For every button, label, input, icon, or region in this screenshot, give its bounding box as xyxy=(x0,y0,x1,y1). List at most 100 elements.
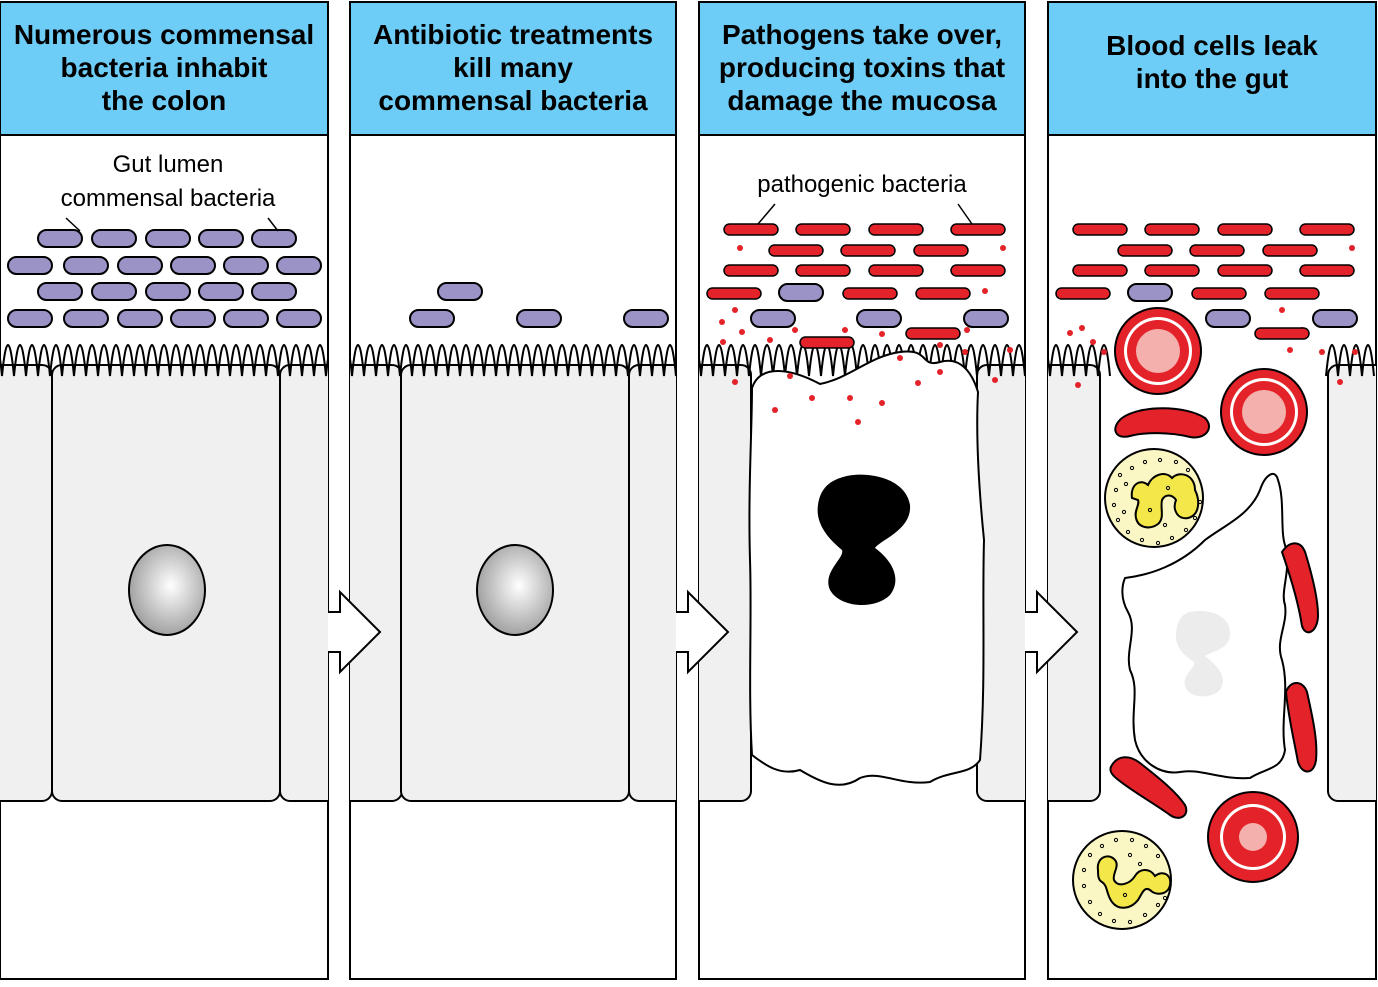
pathogenic-bacterium-icon xyxy=(723,223,779,236)
toxin-icon xyxy=(1079,325,1085,331)
microvilli xyxy=(350,344,676,377)
commensal-bacterium-icon xyxy=(223,256,269,275)
commensal-bacterium-icon xyxy=(7,256,53,275)
pathogenic-bacteria xyxy=(706,223,1009,349)
commensal-bacterium-icon xyxy=(63,256,109,275)
commensal-bacterium-icon xyxy=(251,282,297,301)
commensal-bacterium-icon xyxy=(145,282,191,301)
epithelial-cell-right xyxy=(976,364,1025,802)
toxin-icon xyxy=(1337,379,1343,385)
red-blood-cell-side-icon xyxy=(1109,756,1188,819)
nucleus-icon xyxy=(476,544,554,636)
label-leader-line xyxy=(957,203,973,225)
step-arrow-icon xyxy=(1025,589,1079,675)
step-arrow-icon xyxy=(328,589,382,675)
panel-title-line: Antibiotic treatments xyxy=(373,19,653,50)
toxin-icon xyxy=(1007,347,1013,353)
commensal-bacterium-icon xyxy=(276,256,322,275)
commensal-bacterium-icon xyxy=(117,309,163,328)
red-blood-cell-icon xyxy=(1207,791,1299,883)
commensal-bacterium-icon xyxy=(623,309,669,328)
pyknotic-nucleus-icon xyxy=(817,474,911,606)
toxin-icon xyxy=(719,319,725,325)
red-blood-cell-side-icon xyxy=(1114,407,1210,439)
pathogenic-bacterium-icon xyxy=(706,287,762,300)
pathogenic-bacterium-icon xyxy=(1217,223,1273,236)
step-arrow-icon xyxy=(676,589,730,675)
pathogenic-bacterium-icon xyxy=(950,223,1006,236)
pathogenic-bacterium-icon xyxy=(950,264,1006,277)
pathogenic-bacteria xyxy=(1055,223,1358,340)
label-leader-line xyxy=(65,217,81,232)
commensal-bacterium-icon xyxy=(251,229,297,248)
toxin-icon xyxy=(879,400,885,406)
panel-4: Blood cells leak into the gut xyxy=(1047,1,1377,980)
pathogenic-bacterium-icon xyxy=(1264,287,1320,300)
pathogenic-bacterium-icon xyxy=(1144,264,1200,277)
toxin-icon xyxy=(787,373,793,379)
panel-header xyxy=(349,1,677,136)
panel-1: Gut lumen commensal bacteria Numerous co… xyxy=(0,1,329,980)
toxin-icon xyxy=(737,245,743,251)
commensal-bacterium-icon xyxy=(856,309,902,328)
toxin-icon xyxy=(1075,382,1081,388)
white-blood-cell-icon xyxy=(1104,448,1204,548)
red-blood-cells xyxy=(1109,307,1320,883)
white-blood-cell-icon xyxy=(1072,830,1172,930)
toxin-icon xyxy=(982,288,988,294)
epithelial-cell-left xyxy=(1048,364,1101,802)
commensal-bacteria-label: commensal bacteria xyxy=(61,185,276,212)
pathogenic-bacterium-icon xyxy=(1055,287,1111,300)
red-blood-cell-side-icon xyxy=(1280,542,1320,634)
pathogenic-bacterium-icon xyxy=(795,264,851,277)
toxin-icon xyxy=(897,355,903,361)
epithelial-cell-right xyxy=(279,364,328,802)
pathogenic-bacterium-icon xyxy=(723,264,779,277)
commensal-bacterium-icon xyxy=(37,229,83,248)
pathogenic-bacterium-icon xyxy=(1117,244,1173,257)
gut-lumen-label: Gut lumen xyxy=(113,151,224,178)
toxin-icon xyxy=(1349,245,1355,251)
panel-title-line: commensal bacteria xyxy=(378,85,648,116)
commensal-bacterium-icon xyxy=(1205,309,1251,328)
pathogenic-bacterium-icon xyxy=(1299,264,1355,277)
commensal-bacterium-icon xyxy=(170,256,216,275)
pathogenic-bacterium-icon xyxy=(840,244,896,257)
microvilli xyxy=(0,344,328,377)
panel-header xyxy=(698,1,1026,136)
commensal-bacterium-icon xyxy=(198,282,244,301)
pathogenic-bacterium-icon xyxy=(1144,223,1200,236)
commensal-bacterium-icon xyxy=(117,256,163,275)
pathogenic-bacterium-icon xyxy=(1254,327,1310,340)
commensal-bacterium-icon xyxy=(963,309,1009,328)
toxin-icon xyxy=(767,337,773,343)
commensal-bacterium-icon xyxy=(7,309,53,328)
panel-header xyxy=(1047,1,1377,136)
pathogenic-bacterium-icon xyxy=(1072,223,1128,236)
toxin-icon xyxy=(1067,330,1073,336)
panel-header xyxy=(0,1,329,136)
toxin-icon xyxy=(1000,245,1006,251)
toxin-icon xyxy=(915,380,921,386)
pathogenic-bacterium-icon xyxy=(1262,244,1318,257)
toxin-icon xyxy=(732,307,738,313)
toxin-icon xyxy=(937,342,943,348)
toxin-icon xyxy=(992,377,998,383)
panel-title-line: the colon xyxy=(102,85,226,116)
commensal-bacterium-icon xyxy=(223,309,269,328)
toxin-icon xyxy=(964,327,970,333)
pathogenic-bacterium-icon xyxy=(768,244,824,257)
toxin-icon xyxy=(937,369,943,375)
panel-title-line: damage the mucosa xyxy=(727,85,997,116)
nucleus-icon xyxy=(128,544,206,636)
commensal-bacterium-icon xyxy=(409,309,455,328)
panel-title-line: Numerous commensal xyxy=(14,19,314,50)
toxin-icon xyxy=(732,379,738,385)
commensal-bacterium-icon xyxy=(37,282,83,301)
commensal-bacterium-icon xyxy=(91,229,137,248)
toxin-icon xyxy=(739,329,745,335)
microvilli xyxy=(1325,344,1375,377)
toxin-icon xyxy=(1352,349,1358,355)
toxin-icon xyxy=(772,407,778,413)
